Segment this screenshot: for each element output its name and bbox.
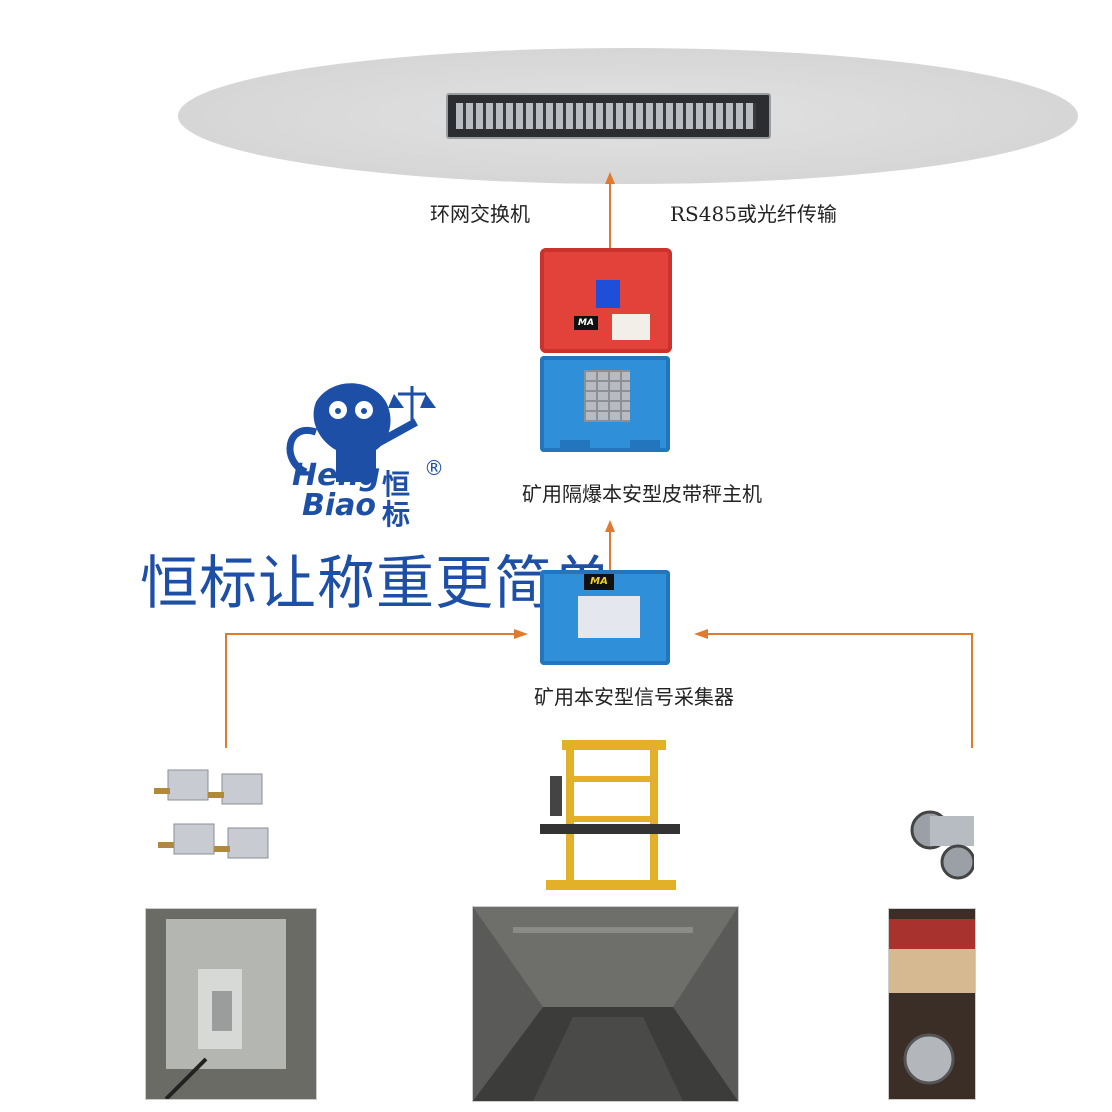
speed-sensor-icon (910, 810, 974, 880)
collector-ma-mark: MA (584, 574, 614, 590)
host-upper-red-enclosure: MA (540, 248, 672, 353)
ma-mark: MA (574, 316, 598, 330)
speed-sensor-install-photo (888, 908, 976, 1100)
arrow-speedsensor-to-collector (694, 629, 973, 748)
host-foot-left (560, 440, 590, 452)
loadcell-install-photo (145, 908, 317, 1100)
arrow-loadcell-to-collector (225, 629, 528, 748)
load-cells-icon (154, 769, 269, 859)
monkey-mascot-icon (286, 383, 436, 482)
brand-slogan: 恒标让称重更简单 (140, 549, 613, 617)
signal-collector-enclosure: MA (540, 570, 670, 665)
switch-ports (456, 103, 756, 129)
label-collector: 矿用本安型信号采集器 (534, 685, 734, 709)
registered-mark: ® (424, 456, 444, 480)
label-host: 矿用隔爆本安型皮带秤主机 (522, 482, 762, 506)
collector-nameplate (578, 596, 640, 638)
weighing-frame-icon (540, 740, 680, 890)
arrow-host-to-switch (605, 172, 615, 248)
label-ring-switch: 环网交换机 (430, 202, 530, 226)
ring-network-switch (446, 93, 771, 139)
arrow-collector-to-host (605, 520, 615, 572)
host-nameplate (612, 314, 650, 340)
label-transmission: RS485或光纤传输 (670, 202, 837, 226)
brand-name-line2: Biao (302, 488, 377, 523)
host-lower-blue-enclosure (540, 356, 670, 452)
host-keypad (584, 370, 630, 422)
brand-name-cn: 恒标 (382, 468, 411, 531)
brand-name-line1: Heng (292, 458, 381, 493)
mine-tunnel-photo (472, 906, 739, 1102)
host-lcd-screen (596, 280, 620, 308)
host-foot-right (630, 440, 660, 452)
